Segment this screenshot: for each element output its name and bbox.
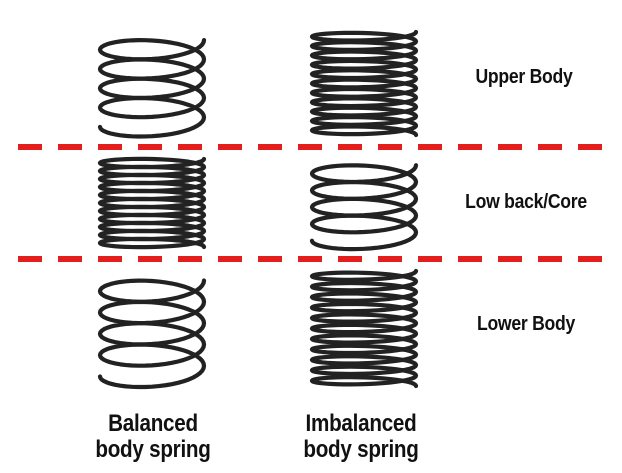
imbalanced-spring-caption: Imbalanced body spring xyxy=(297,411,426,463)
balanced-caption-line2: body spring xyxy=(95,436,211,463)
imbalanced-caption-line2: body spring xyxy=(303,436,419,463)
balanced-spring-icon xyxy=(97,37,207,390)
balanced-caption-line1: Balanced xyxy=(108,410,198,437)
spring-core-section xyxy=(97,156,207,250)
region-label-upper-body: Upper Body xyxy=(475,66,573,88)
balanced-spring-caption: Balanced body spring xyxy=(89,411,218,463)
imbalanced-caption-line1: Imbalanced xyxy=(305,410,417,437)
spring-core-section xyxy=(309,163,419,252)
region-label-lower-body: Lower Body xyxy=(476,313,576,335)
spring-lower-section xyxy=(97,278,207,390)
spring-lower-section xyxy=(309,268,419,389)
imbalanced-spring-icon xyxy=(309,29,419,389)
spring-upper-section xyxy=(97,37,207,139)
region-label-low-back-core: Low back/Core xyxy=(465,191,587,213)
spring-upper-section xyxy=(309,29,419,138)
